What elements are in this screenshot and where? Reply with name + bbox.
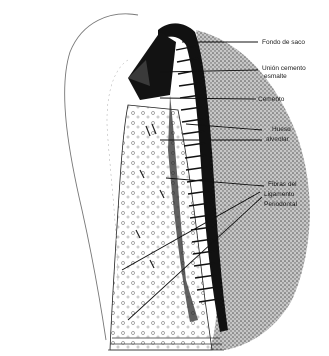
label-hueso-line2: alveolar [266, 136, 290, 143]
label-union-line1: Unión cemento [262, 65, 306, 72]
label-fibras-line1: Fibras del [268, 181, 297, 188]
label-union-line2: esmalte [264, 73, 287, 80]
label-hueso-line1: Hueso [272, 126, 291, 133]
label-cemento: Cemento [258, 96, 285, 103]
sulcus-wedge [128, 32, 176, 100]
label-fibras-line3: Periodontal [264, 201, 297, 208]
label-fibras-line2: Ligamento [264, 191, 295, 198]
label-fondo-saco: Fondo de saco [262, 39, 305, 46]
